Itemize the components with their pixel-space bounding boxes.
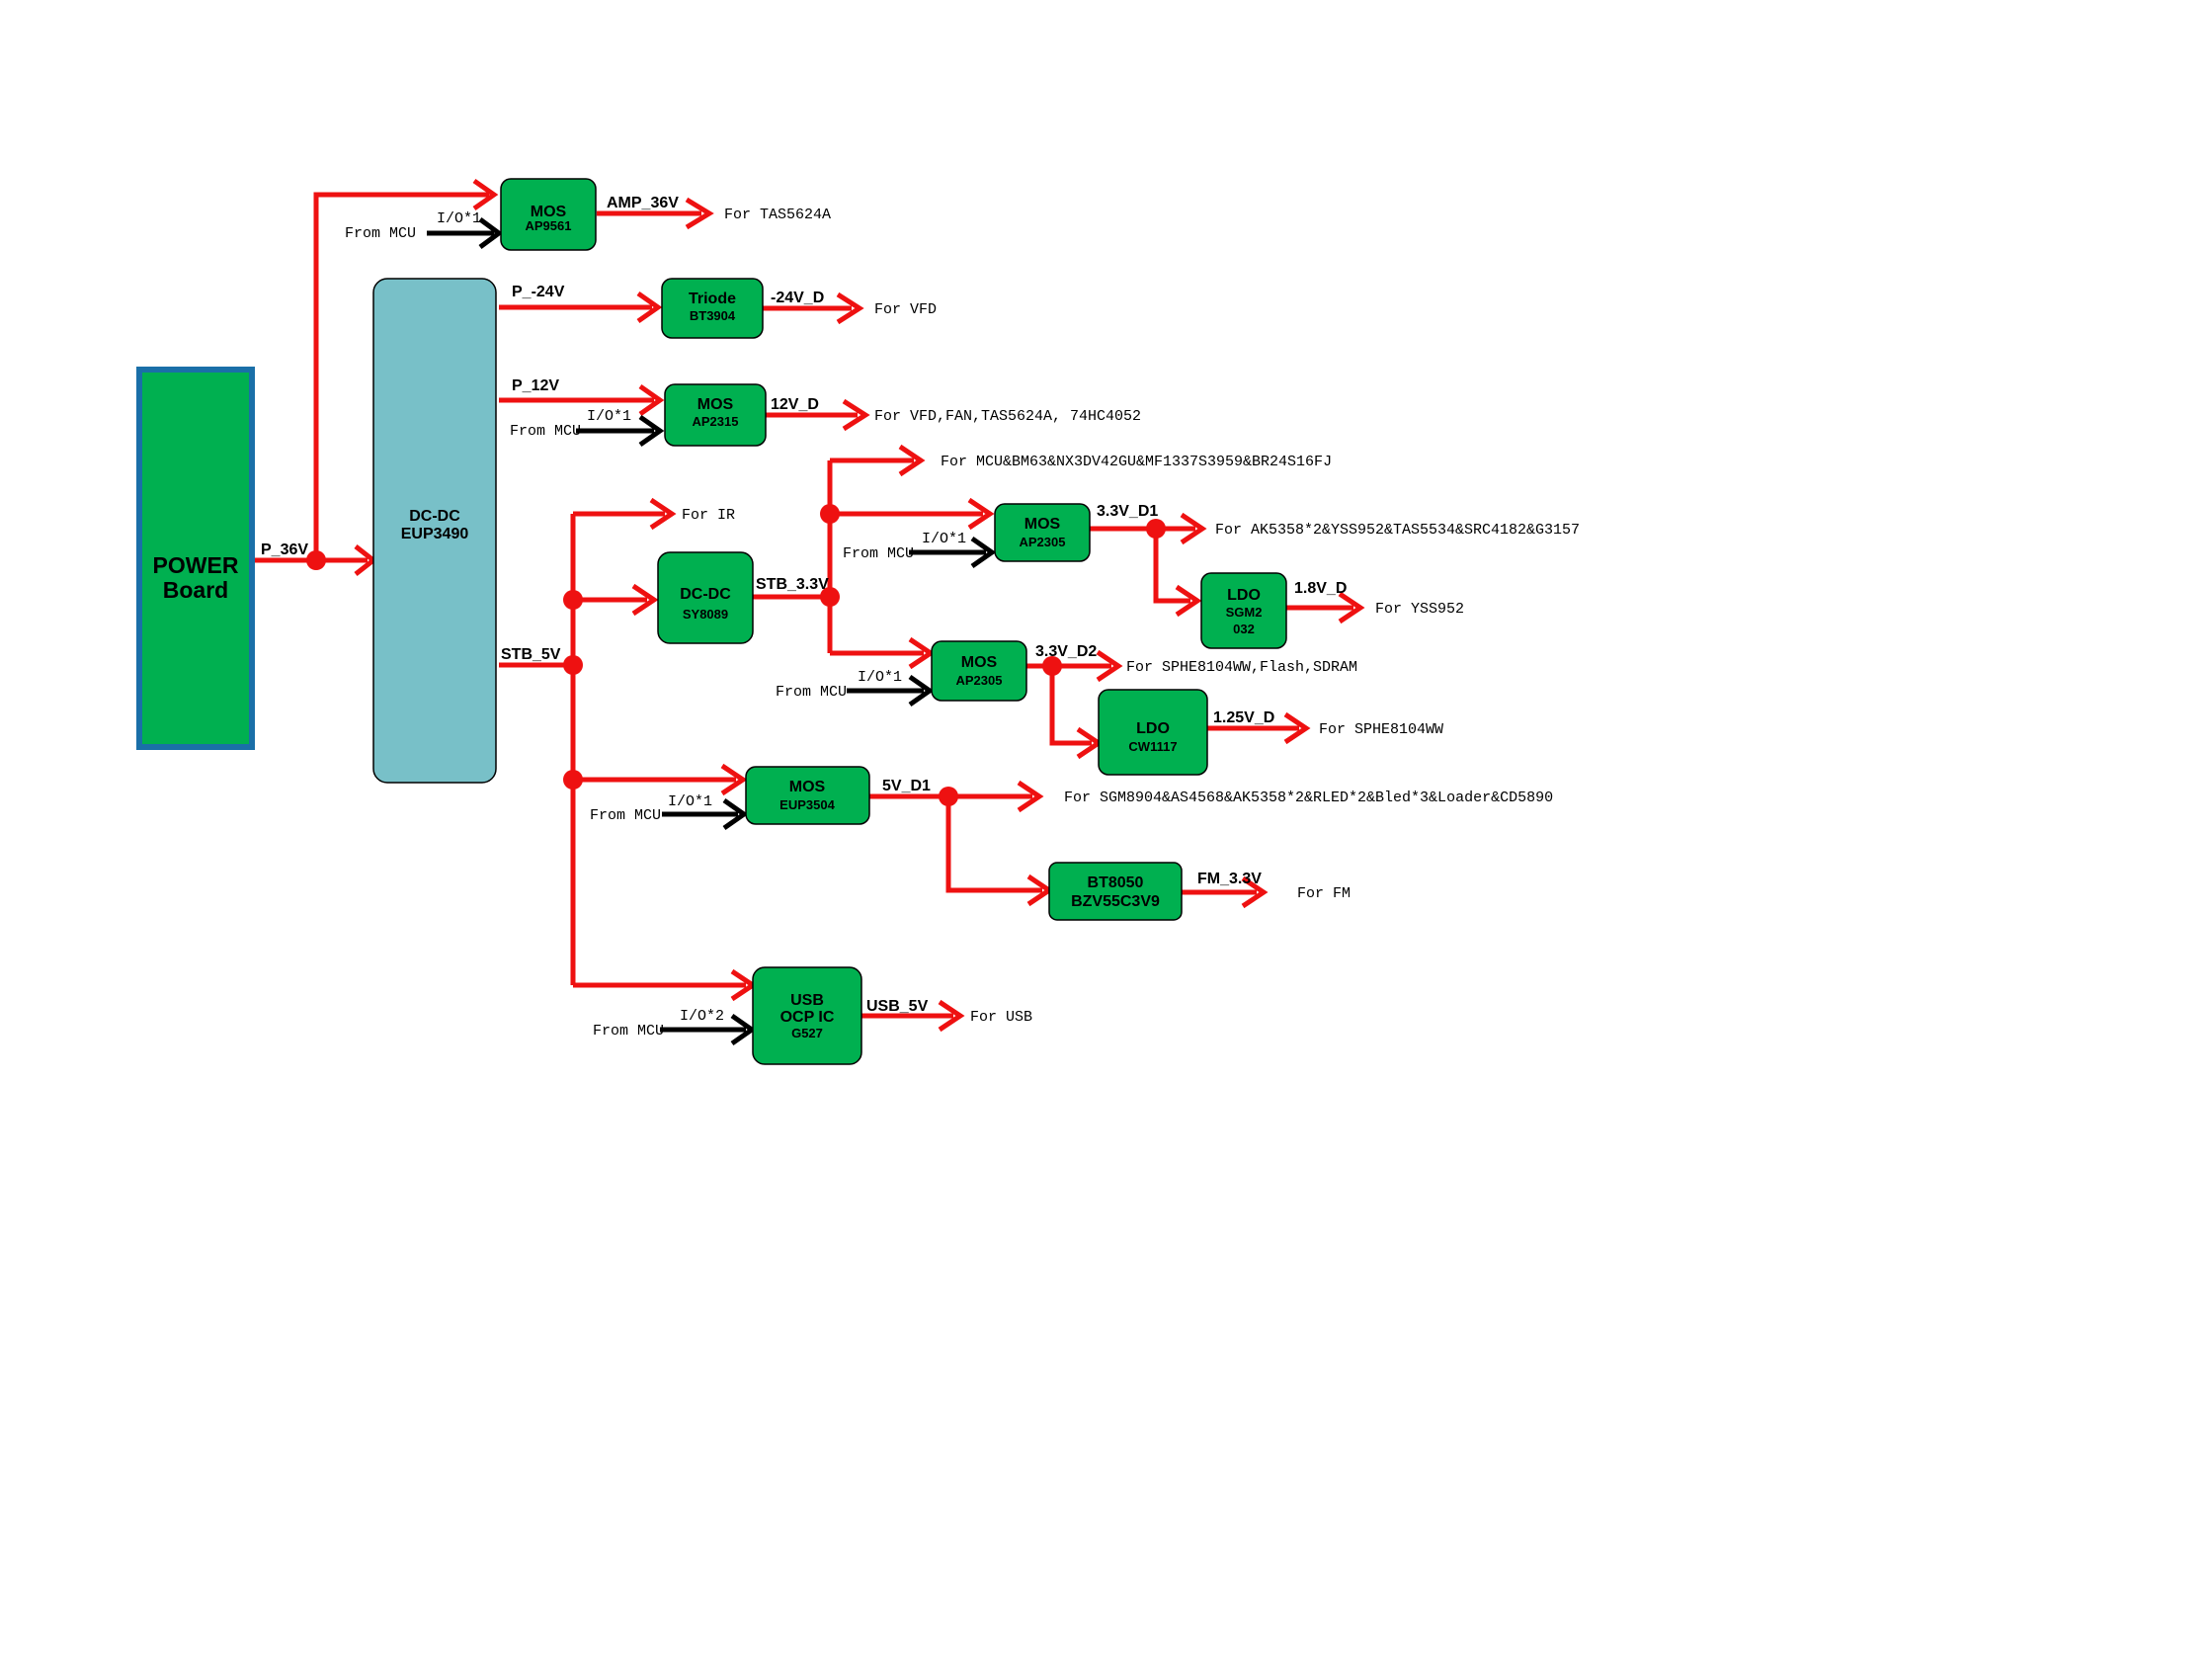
mos-ap2305-b-label-2: AP2305 bbox=[956, 673, 1003, 688]
mcu-control-arrows bbox=[427, 216, 997, 1046]
dcdc-main-label-2: EUP3490 bbox=[401, 526, 469, 542]
from-mcu-4: From MCU bbox=[776, 684, 847, 701]
dcdc-sy8089-label-1: DC-DC bbox=[680, 586, 731, 603]
net-33v-d1: 3.3V_D1 bbox=[1097, 503, 1158, 520]
ldo-sgm2032-label-3: 032 bbox=[1233, 622, 1255, 636]
from-mcu-5: From MCU bbox=[590, 807, 661, 824]
io-label-1: I/O*1 bbox=[437, 210, 481, 227]
ldo-cw1117-label-2: CW1117 bbox=[1128, 739, 1177, 754]
triode-bt3904-block: Triode BT3904 bbox=[661, 278, 764, 339]
note-tas5624a: For TAS5624A bbox=[724, 207, 831, 223]
triode-label-1: Triode bbox=[689, 291, 736, 307]
net-12v-d: 12V_D bbox=[771, 396, 819, 413]
usb-ocp-label-3: G527 bbox=[791, 1026, 823, 1040]
mos-ap9561-label-1: MOS bbox=[531, 204, 567, 220]
from-mcu-2: From MCU bbox=[510, 423, 581, 440]
note-vfd: For VFD bbox=[874, 301, 937, 318]
net-amp36v: AMP_36V bbox=[607, 195, 679, 211]
bt8050-label-1: BT8050 bbox=[1088, 874, 1144, 891]
io-label-4: I/O*1 bbox=[858, 669, 902, 686]
power-wires bbox=[252, 178, 1365, 1033]
note-vfd-fan: For VFD,FAN,TAS5624A, 74HC4052 bbox=[874, 408, 1141, 425]
net-p12v: P_12V bbox=[512, 377, 559, 394]
from-mcu-1: From MCU bbox=[345, 225, 416, 242]
net-stb33v: STB_3.3V bbox=[756, 576, 829, 593]
usb-ocp-label-1: USB bbox=[790, 992, 824, 1009]
io-label-6: I/O*2 bbox=[680, 1008, 724, 1025]
triode-label-2: BT3904 bbox=[690, 308, 736, 323]
mos-eup3504-label-1: MOS bbox=[789, 779, 826, 795]
io-label-5: I/O*1 bbox=[668, 793, 712, 810]
net-125v-d: 1.25V_D bbox=[1213, 709, 1274, 726]
net-33v-d2: 3.3V_D2 bbox=[1035, 643, 1097, 660]
ldo-sgm2032-label-2: SGM2 bbox=[1226, 605, 1263, 620]
power-board-block: POWER Board bbox=[136, 367, 255, 750]
note-yss952: For YSS952 bbox=[1375, 601, 1464, 618]
note-ak5358: For AK5358*2&YSS952&TAS5534&SRC4182&G315… bbox=[1215, 522, 1580, 539]
note-sphe: For SPHE8104WW bbox=[1319, 721, 1443, 738]
note-usb: For USB bbox=[970, 1009, 1032, 1026]
mos-ap2315-label-1: MOS bbox=[697, 396, 734, 413]
note-fm: For FM bbox=[1297, 885, 1351, 902]
note-sphe-flash: For SPHE8104WW,Flash,SDRAM bbox=[1126, 659, 1357, 676]
net-18v-d: 1.8V_D bbox=[1294, 580, 1347, 597]
ldo-cw1117-label-1: LDO bbox=[1136, 720, 1170, 737]
net-usb5v: USB_5V bbox=[866, 998, 929, 1015]
mos-ap9561-block: MOS AP9561 bbox=[500, 178, 597, 251]
ldo-sgm2032-label-1: LDO bbox=[1227, 587, 1261, 604]
mos-ap2305-a-label-2: AP2305 bbox=[1020, 535, 1066, 549]
mos-eup3504-label-2: EUP3504 bbox=[779, 797, 835, 812]
bt8050-label-2: BZV55C3V9 bbox=[1071, 893, 1160, 910]
net-fm33v: FM_3.3V bbox=[1197, 871, 1262, 887]
net-stb5v: STB_5V bbox=[501, 646, 561, 663]
junction-dots bbox=[306, 504, 1166, 806]
from-mcu-3: From MCU bbox=[843, 545, 914, 562]
note-mcu: For MCU&BM63&NX3DV42GU&MF1337S3959&BR24S… bbox=[941, 454, 1332, 470]
dcdc-sy8089-label-2: SY8089 bbox=[683, 607, 728, 622]
destination-notes: For TAS5624A For VFD For VFD,FAN,TAS5624… bbox=[682, 207, 1580, 1026]
usb-ocp-g527-block: USB OCP IC G527 bbox=[752, 966, 862, 1065]
dcdc-main-label-1: DC-DC bbox=[409, 508, 460, 525]
net-5v-d1: 5V_D1 bbox=[882, 778, 931, 794]
io-label-2: I/O*1 bbox=[587, 408, 631, 425]
note-ir: For IR bbox=[682, 507, 735, 524]
ldo-cw1117-block: LDO CW1117 bbox=[1098, 689, 1208, 776]
net-labels: P_36V AMP_36V P_-24V -24V_D P_12V 12V_D … bbox=[261, 195, 1347, 1015]
bt8050-block: BT8050 BZV55C3V9 bbox=[1048, 862, 1183, 921]
mos-ap9561-label-2: AP9561 bbox=[526, 218, 572, 233]
mos-ap2315-label-2: AP2315 bbox=[693, 414, 739, 429]
mos-eup3504-block: MOS EUP3504 bbox=[745, 766, 870, 825]
ldo-sgm2032-block: LDO SGM2 032 bbox=[1200, 572, 1287, 649]
mos-ap2305-d1-block: MOS AP2305 bbox=[994, 503, 1091, 562]
control-labels: From MCU I/O*1 From MCU I/O*1 From MCU I… bbox=[345, 210, 966, 1040]
power-board-label-1: POWER bbox=[153, 552, 239, 578]
mos-ap2315-block: MOS AP2315 bbox=[664, 383, 767, 447]
mos-ap2305-b-label-1: MOS bbox=[961, 654, 998, 671]
mos-ap2305-a-label-1: MOS bbox=[1024, 516, 1061, 533]
note-sgm8904: For SGM8904&AS4568&AK5358*2&RLED*2&Bled*… bbox=[1064, 790, 1553, 806]
dcdc-eup3490-block: DC-DC EUP3490 bbox=[372, 278, 497, 784]
net-p36v: P_36V bbox=[261, 541, 308, 558]
usb-ocp-label-2: OCP IC bbox=[780, 1009, 835, 1026]
net-24v-d: -24V_D bbox=[771, 290, 824, 306]
io-label-3: I/O*1 bbox=[922, 531, 966, 547]
mos-ap2305-d2-block: MOS AP2305 bbox=[931, 640, 1027, 702]
from-mcu-6: From MCU bbox=[593, 1023, 664, 1040]
net-p-24v: P_-24V bbox=[512, 284, 565, 300]
dcdc-sy8089-block: DC-DC SY8089 bbox=[657, 551, 754, 644]
power-board-label-2: Board bbox=[163, 577, 228, 603]
